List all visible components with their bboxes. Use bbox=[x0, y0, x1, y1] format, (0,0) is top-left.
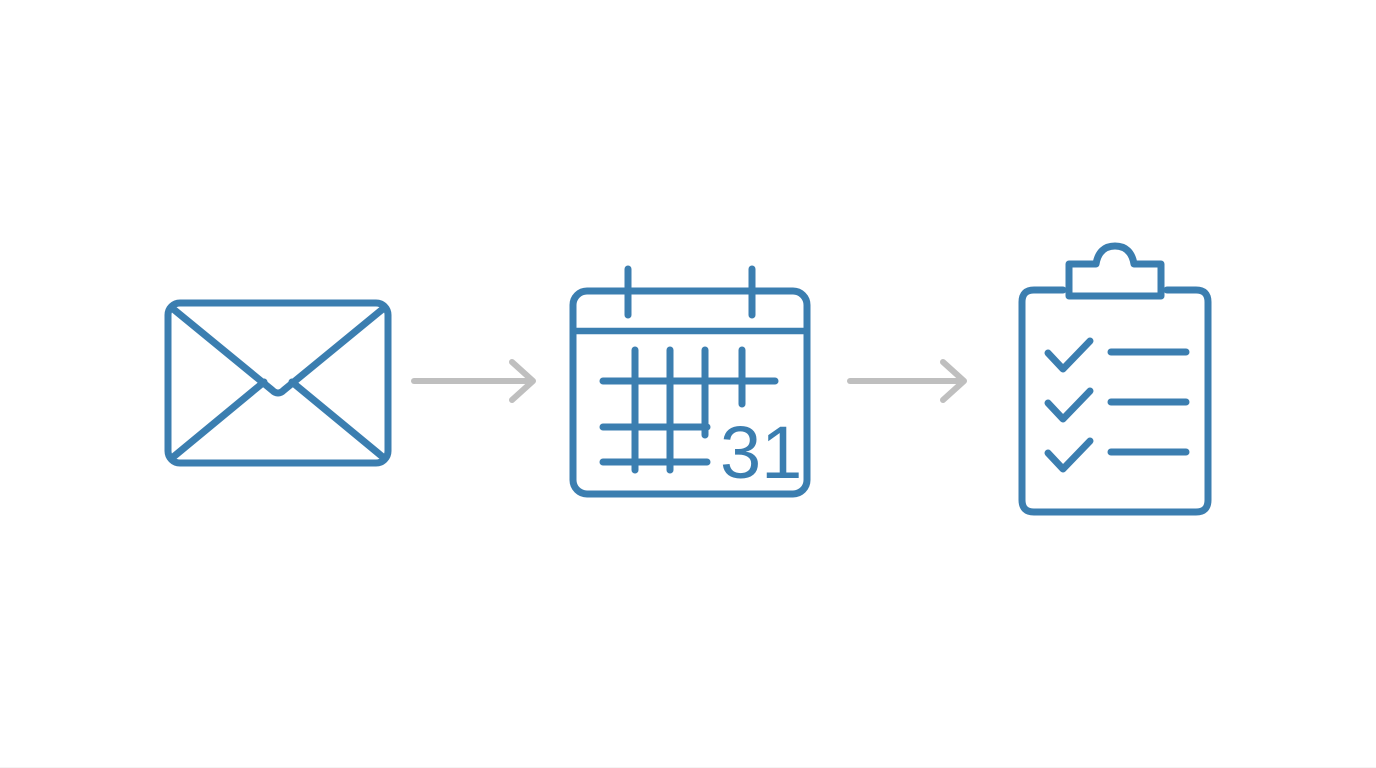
clipboard-board bbox=[1018, 286, 1212, 516]
calendar-frame bbox=[569, 287, 811, 498]
envelope-icon[interactable] bbox=[164, 299, 392, 467]
clipboard-clip bbox=[1065, 242, 1165, 300]
envelope-body bbox=[164, 299, 392, 467]
check-icon bbox=[1044, 437, 1094, 473]
arrow-right-icon bbox=[847, 359, 967, 403]
checklist-row bbox=[1044, 337, 1190, 373]
checklist-row bbox=[1044, 387, 1190, 423]
checklist-row bbox=[1044, 437, 1190, 473]
envelope-fold-right bbox=[288, 378, 388, 462]
check-icon bbox=[1044, 387, 1094, 423]
check-icon bbox=[1044, 337, 1094, 373]
clipboard-checklist-icon[interactable] bbox=[1018, 242, 1212, 516]
envelope-flap bbox=[168, 304, 388, 397]
arrow-right-icon bbox=[411, 359, 536, 403]
arrow-2-head bbox=[940, 359, 967, 403]
arrow-1-head bbox=[509, 359, 536, 403]
envelope-fold-left bbox=[168, 378, 268, 462]
calendar-day-number: 31 bbox=[720, 411, 802, 494]
calendar-icon[interactable]: 31 bbox=[569, 265, 811, 498]
